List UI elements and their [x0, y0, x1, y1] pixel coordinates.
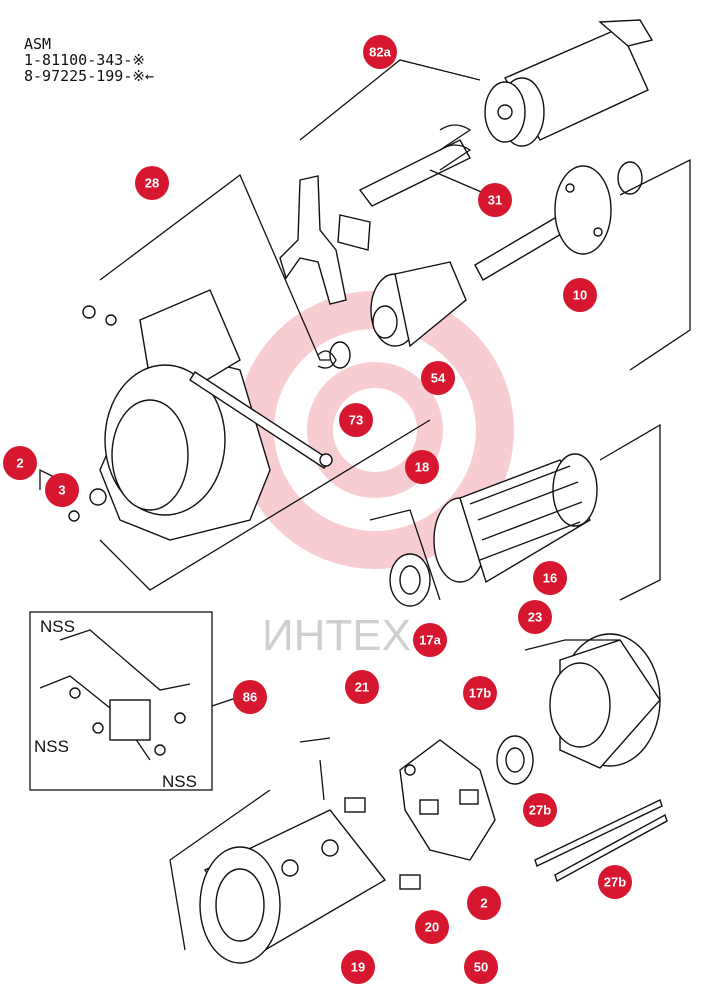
callout-label: 23	[528, 610, 542, 625]
callout-label: 2	[16, 456, 23, 471]
callout-label: 20	[425, 920, 439, 935]
callout-label: 2	[480, 896, 487, 911]
callout-bubble	[341, 950, 375, 984]
callout-bubble	[464, 950, 498, 984]
callout-bubble	[45, 473, 79, 507]
callout-label: 3	[58, 483, 65, 498]
callout-bubble	[563, 278, 597, 312]
part-field-yoke	[199, 737, 421, 964]
part-clip-ring	[317, 341, 351, 369]
callout-73: 73	[339, 403, 373, 437]
callout-27b: 27b	[523, 793, 557, 827]
part-bearing-17a	[389, 553, 431, 607]
part-pinion-shaft	[474, 161, 643, 281]
nss-label-2: NSS	[34, 737, 69, 756]
callout-bubble	[233, 680, 267, 714]
callout-label: 54	[431, 371, 446, 386]
part-brush-holder	[399, 739, 496, 861]
part-through-bolts	[534, 799, 668, 883]
callout-label: 27b	[604, 875, 626, 890]
callout-label: 17a	[419, 633, 441, 648]
callout-bubble	[467, 886, 501, 920]
callout-17a: 17a	[413, 623, 447, 657]
callout-2: 2	[467, 886, 501, 920]
callout-bubble	[3, 446, 37, 480]
callout-label: 21	[355, 680, 369, 695]
callout-bubble	[598, 865, 632, 899]
callout-bubble	[363, 35, 397, 69]
callout-label: 18	[415, 460, 429, 475]
nss-label-3: NSS	[162, 772, 197, 791]
callout-label: 19	[351, 960, 365, 975]
asm-title: ASM	[24, 35, 52, 53]
callout-label: 27b	[529, 803, 551, 818]
callout-label: 82a	[369, 45, 391, 60]
callout-86: 86	[233, 680, 267, 714]
watermark-text: ИНТЕХ	[262, 611, 411, 660]
callout-21: 21	[345, 670, 379, 704]
callout-bubble	[415, 910, 449, 944]
callout-bubble	[533, 561, 567, 595]
callout-bubble	[413, 623, 447, 657]
part-bearing-17b	[496, 735, 534, 785]
callout-label: 16	[543, 571, 557, 586]
callout-bubble	[478, 183, 512, 217]
part-shift-lever	[279, 175, 371, 305]
callout-3: 3	[45, 473, 79, 507]
callout-bubble	[523, 793, 557, 827]
part-front-housing	[68, 289, 333, 541]
callout-16: 16	[533, 561, 567, 595]
callout-18: 18	[405, 450, 439, 484]
callout-bubble	[345, 670, 379, 704]
callout-bubble	[135, 166, 169, 200]
part-number-2: 8-97225-199-※←	[24, 67, 154, 85]
callout-label: 31	[488, 193, 502, 208]
callout-31: 31	[478, 183, 512, 217]
part-number-1: 1-81100-343-※	[24, 51, 145, 69]
part-armature	[433, 453, 598, 584]
part-solenoid	[358, 19, 654, 207]
nss-label-1: NSS	[40, 617, 75, 636]
callout-bubble	[339, 403, 373, 437]
callout-label: 50	[474, 960, 488, 975]
part-rear-cover	[549, 633, 661, 769]
part-pinion-gear	[370, 261, 467, 348]
callout-20: 20	[415, 910, 449, 944]
callout-2: 2	[3, 446, 37, 480]
callout-bubble	[405, 450, 439, 484]
callout-label: 10	[573, 288, 587, 303]
inset-parts-box	[29, 611, 237, 791]
callout-label: 28	[145, 176, 159, 191]
callout-bubble	[518, 600, 552, 634]
callout-54: 54	[421, 361, 455, 395]
callout-50: 50	[464, 950, 498, 984]
callout-82a: 82a	[363, 35, 397, 69]
callout-label: 73	[349, 413, 363, 428]
callout-28: 28	[135, 166, 169, 200]
callout-27b: 27b	[598, 865, 632, 899]
callout-bubble	[463, 676, 497, 710]
callout-23: 23	[518, 600, 552, 634]
callout-17b: 17b	[463, 676, 497, 710]
callout-label: 86	[243, 690, 257, 705]
callout-label: 17b	[469, 686, 491, 701]
callout-19: 19	[341, 950, 375, 984]
callout-10: 10	[563, 278, 597, 312]
callout-bubble	[421, 361, 455, 395]
